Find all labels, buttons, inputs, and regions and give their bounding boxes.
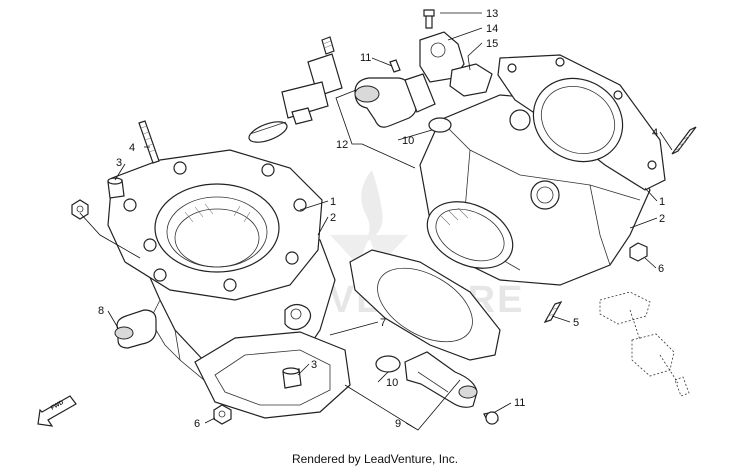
callout-2-right: 2 [659, 213, 665, 225]
thermostat-gasket [449, 63, 493, 97]
left-stud [138, 120, 160, 164]
callout-3-lower: 3 [311, 359, 317, 371]
callout-labels: 13 14 15 11 12 10 4 3 1 2 8 7 3 10 9 6 4… [98, 8, 665, 430]
left-nut [213, 404, 232, 425]
right-dowel [543, 300, 563, 324]
callout-15: 15 [486, 38, 498, 50]
left-gasket-bore [154, 183, 280, 273]
callout-12: 12 [336, 139, 348, 151]
fwd-arrow-icon [37, 395, 77, 427]
thermostat-bolt [423, 9, 435, 29]
elbow-bolt [389, 59, 401, 73]
watermark-v-icon [330, 235, 408, 265]
callout-1-left: 1 [330, 196, 336, 208]
callout-13: 13 [486, 8, 498, 20]
callout-1-right: 1 [659, 196, 665, 208]
cam-tensioner [248, 36, 343, 143]
callout-14: 14 [486, 23, 498, 35]
thermostat-housing [354, 9, 493, 133]
callout-2-left: 2 [330, 212, 336, 224]
callout-11-lower: 11 [514, 397, 525, 409]
right-cylinder-assembly [349, 54, 666, 361]
lower-coolant-fitting [375, 351, 499, 425]
callout-11-upper: 11 [360, 52, 371, 64]
left-cylinder-assembly [107, 149, 351, 419]
fwd-arrow: FWD [37, 395, 77, 427]
lower-o-ring [375, 355, 401, 373]
callout-9: 9 [395, 418, 401, 430]
left-small-parts [71, 120, 302, 425]
leader-lines [79, 12, 673, 431]
lower-coolant-pipe [404, 351, 478, 408]
elbow-outlet [404, 73, 436, 113]
left-fitting-bolt [71, 199, 89, 220]
callout-5: 5 [573, 317, 579, 329]
rendered-by-footer: Rendered by LeadVenture, Inc. [291, 452, 459, 466]
callout-6-right: 6 [658, 263, 664, 275]
callout-8: 8 [98, 305, 104, 317]
right-stud [671, 126, 697, 155]
callout-10-upper: 10 [402, 135, 414, 147]
callout-4-left: 4 [129, 142, 135, 154]
right-base-gasket [349, 249, 501, 361]
right-cylinder-sleeve [426, 201, 514, 269]
left-base-gasket [194, 331, 351, 419]
callout-3-upper: 3 [116, 157, 122, 169]
right-small-parts [543, 126, 697, 397]
callout-4-right: 4 [652, 127, 658, 139]
elbow-o-ring [428, 117, 452, 133]
watermark-flame-icon [361, 170, 383, 243]
callout-6-left: 6 [194, 418, 200, 430]
right-nut [629, 242, 648, 262]
callout-7: 7 [380, 317, 386, 329]
callout-10-lower: 10 [386, 377, 398, 389]
